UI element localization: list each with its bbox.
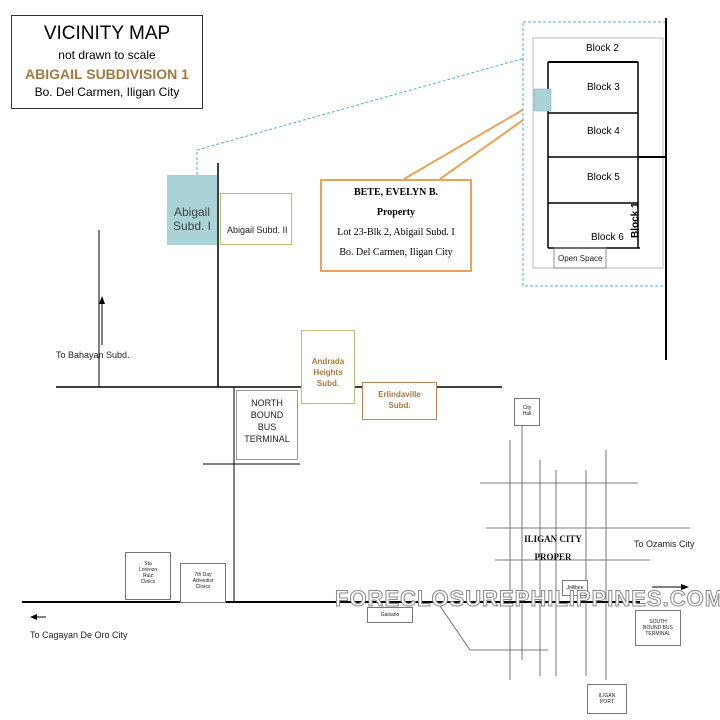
inset-frame <box>522 21 667 287</box>
arrow-bahayan-head <box>99 296 105 304</box>
abigail-1-label: Abigail Subd. I <box>172 205 212 233</box>
title-box: VICINITY MAP not drawn to scale ABIGAIL … <box>11 15 203 109</box>
jollibee-box[interactable]: Jollibee <box>562 580 588 596</box>
abigail-1-highlight[interactable] <box>167 175 217 245</box>
city-hall-box[interactable]: City Hall <box>514 398 540 426</box>
abigail-2-label: Abigail Subd. II <box>227 225 288 235</box>
block-4-label: Block 4 <box>587 126 620 137</box>
arrow-cagayan-head <box>30 614 37 620</box>
south-bound-terminal-box[interactable]: SOUTH BOUND BUS TERMINAL <box>635 610 681 646</box>
block-2-label: Block 2 <box>586 43 619 54</box>
watermark-text: FORECLOSUREPHILIPPINES.COM <box>334 586 720 612</box>
leader-dashed <box>196 57 526 175</box>
map-title: VICINITY MAP <box>43 23 171 44</box>
andrada-heights-box[interactable]: Andrada Heights Subd. <box>301 330 355 404</box>
block-1-label: Block 1 <box>630 202 641 238</box>
location-name: Bo. Del Carmen, Iligan City <box>34 85 180 99</box>
open-space-label: Open Space <box>558 254 603 263</box>
block-5-label: Block 5 <box>587 172 620 183</box>
to-cagayan-label: To Cagayan De Oro City <box>30 630 128 640</box>
sta-lorenzo-clinics-box[interactable]: Sta Lorenzo Ruiz Clinics <box>125 552 171 600</box>
gaisano-box[interactable]: Gaisano <box>367 607 413 623</box>
block-3-label: Block 3 <box>587 82 620 93</box>
iligan-city-proper-label: ILIGAN CITY PROPER <box>524 534 582 562</box>
property-marker[interactable] <box>533 88 552 112</box>
erlindaville-box[interactable]: Erlindaville Subd. <box>362 382 437 420</box>
property-lot: Lot 23-Blk 2, Abigail Subd. I <box>337 227 455 238</box>
abigail-2-box[interactable]: Abigail Subd. II <box>220 193 292 245</box>
to-bahayan-label: To Bahayan Subd. <box>56 350 130 360</box>
map-subtitle: not drawn to scale <box>58 48 156 62</box>
city-grid <box>439 420 690 680</box>
inset-blocks <box>547 61 666 269</box>
property-address: Bo. Del Carmen, Iligan City <box>339 247 453 258</box>
arrow-ozamis-head <box>681 584 689 590</box>
subdivision-name: ABIGAIL SUBDIVISION 1 <box>25 66 189 82</box>
callout-line-1 <box>403 100 539 180</box>
to-ozamis-label: To Ozamis City <box>634 539 695 549</box>
adventist-clinics-box[interactable]: 7th Day Adventist Clinics <box>180 563 226 603</box>
property-label: Property <box>376 207 416 218</box>
property-callout[interactable]: BETE, EVELYN B. Property Lot 23-Blk 2, A… <box>320 179 472 272</box>
block-6-label: Block 6 <box>591 232 624 243</box>
property-owner: BETE, EVELYN B. <box>353 187 439 198</box>
north-bound-terminal-box[interactable]: NORTH BOUND BUS TERMINAL <box>236 390 298 460</box>
iligan-port-box[interactable]: ILIGAN PORT <box>587 684 627 714</box>
